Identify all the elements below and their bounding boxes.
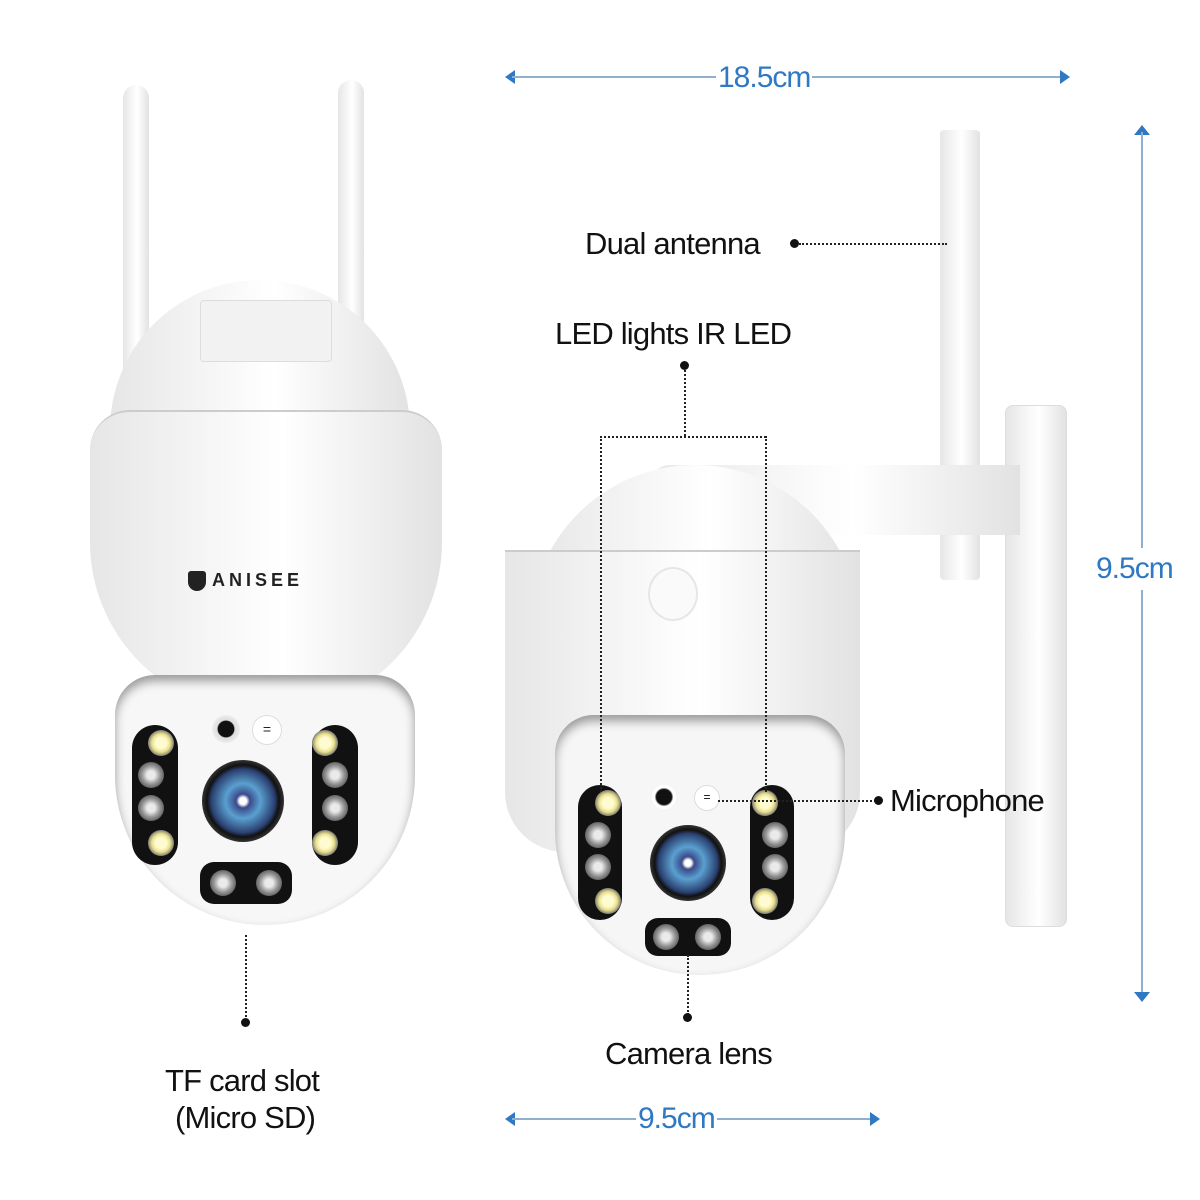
camera-lens [202,760,284,842]
led-white-light [752,888,778,914]
light-sensor [212,715,240,743]
led-lights-bracket-top [600,436,766,438]
camera-lens-label: Camera lens [605,1036,773,1071]
led-ir [322,762,348,788]
led-ir [762,854,788,880]
led-ir [138,795,164,821]
led-ir [585,822,611,848]
tf-card-label: TF card slot [165,1063,320,1098]
side-camera-illustration: = [500,130,1080,990]
arrow-left-icon [505,1112,515,1126]
led-ir [256,870,282,896]
dual-antenna-leader-line [799,243,947,245]
camera-lens [650,825,726,901]
front-camera-illustration: ANISEE = [90,80,460,940]
led-white-light [595,790,621,816]
arrow-right-icon [1060,70,1070,84]
dimension-width-body-label: 9.5cm [636,1102,717,1135]
shield-icon [188,570,206,591]
tf-card-sublabel: (Micro SD) [175,1100,316,1135]
led-ir [653,924,679,950]
led-lights-label: LED lights IR LED [555,316,792,351]
led-white-light [595,888,621,914]
dimension-width-total-label: 18.5cm [716,61,813,94]
led-white-light [148,730,174,756]
brand-logo: ANISEE [188,570,303,591]
led-white-light [752,790,778,816]
tf-card-leader-line [245,935,247,1025]
led-ir [138,762,164,788]
led-lights-dot [680,361,689,370]
led-lights-bracket-left [600,436,602,792]
led-white-light [312,830,338,856]
led-white-light [148,830,174,856]
microphone-hole: = [694,785,720,811]
led-ir [695,924,721,950]
led-ir [762,822,788,848]
arrow-up-icon [1134,125,1150,135]
camera-lens-leader-line [687,955,689,1015]
microphone-hole: = [252,715,282,745]
led-ir [210,870,236,896]
led-lights-leader-stem [684,370,686,436]
camera-lens-dot [683,1013,692,1022]
light-sensor [652,785,676,809]
antenna-mount [200,300,332,362]
led-ir [585,854,611,880]
dual-antenna-dot [790,239,799,248]
led-ir [322,795,348,821]
microphone-dot [874,796,883,805]
tf-card-dot [241,1018,250,1027]
dual-antenna-label: Dual antenna [585,226,761,261]
led-white-light [312,730,338,756]
arrow-down-icon [1134,992,1150,1002]
camera-body [90,410,442,712]
arrow-left-icon [505,70,515,84]
microphone-leader-line [718,800,876,802]
reset-button [648,567,698,621]
led-lights-bracket-right [765,436,767,792]
dimension-height-label: 9.5cm [1094,548,1175,590]
microphone-label: Microphone [890,783,1045,818]
arrow-right-icon [870,1112,880,1126]
